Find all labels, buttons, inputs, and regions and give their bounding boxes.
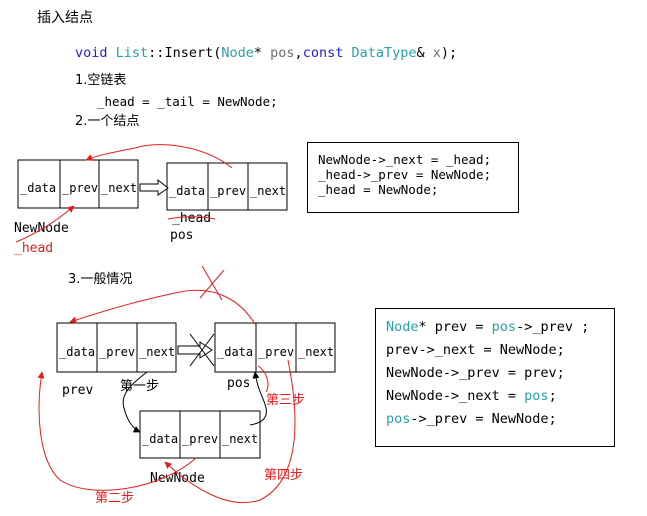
cell-prev: _prev xyxy=(182,432,218,446)
cell-next: _next xyxy=(298,345,334,359)
step1-code: _head = _tail = NewNode; xyxy=(97,94,278,109)
cell-prev: _prev xyxy=(258,345,294,359)
step3-code-line-1: Node* prev = pos->_prev ; xyxy=(386,319,590,335)
cell-prev: _prev xyxy=(62,181,98,195)
step1-label: 1.空链表 xyxy=(75,73,127,88)
step2-next-arrow xyxy=(139,178,169,196)
sig-datatype: DataType xyxy=(351,45,417,61)
step3-code-line-2: prev->_next = NewNode; xyxy=(386,342,565,358)
cell-data: _data xyxy=(142,432,178,446)
step2-head-red-label: _head xyxy=(14,241,54,256)
code-l1-pos: pos xyxy=(491,319,517,335)
cell-prev: _prev xyxy=(99,345,135,359)
step-fourth-label: 第四步 xyxy=(264,468,304,483)
sig-x: x xyxy=(432,45,441,61)
sig-paren-close: ); xyxy=(440,45,458,61)
sig-pos: pos xyxy=(270,45,295,61)
step2-newnode-label: NewNode xyxy=(14,221,69,236)
step2-head-label: _head xyxy=(172,211,212,226)
step3-code-line-3: NewNode->_prev = prev; xyxy=(386,365,565,381)
step2-code-box: NewNode->_next = _head; _head->_prev = N… xyxy=(307,142,519,213)
cell-data: _data xyxy=(20,181,56,195)
step2-code-line-2: _head->_prev = NewNode; xyxy=(318,167,492,182)
code-l4-b: ; xyxy=(548,388,557,404)
cell-data: _data xyxy=(217,345,253,359)
cell-next: _next xyxy=(250,184,286,198)
cell-data: _data xyxy=(169,184,205,198)
code-l5-b: ->_prev = NewNode; xyxy=(410,411,557,427)
sig-amp: & xyxy=(416,45,425,61)
cell-next: _next xyxy=(139,345,175,359)
step3-cross-line-2 xyxy=(189,333,215,367)
step3-newnode-box: _data _prev _next xyxy=(139,410,261,459)
step3-label: 3.一般情况 xyxy=(68,272,133,287)
code-l4-a: NewNode->_next = xyxy=(386,388,525,404)
code-l1-a: * prev = xyxy=(418,319,492,335)
function-signature: void List::Insert(Node* pos,const DataTy… xyxy=(75,45,458,61)
sig-const: const xyxy=(302,45,344,61)
sig-void: void xyxy=(75,45,108,61)
step2-head-move-arrow xyxy=(15,205,75,243)
step-first-arrow xyxy=(122,371,148,433)
sig-paren-open: ( xyxy=(213,45,222,61)
step3-next-arrow xyxy=(177,341,213,359)
step3-top-cross-1 xyxy=(201,265,223,301)
step2-code-line-3: _head = NewNode; xyxy=(318,182,439,197)
step3-code-line-4: NewNode->_next = pos; xyxy=(386,388,557,404)
sig-node: Node xyxy=(221,45,254,61)
step2-newnode-box: _data _prev _next xyxy=(17,159,139,209)
cell-data: _data xyxy=(59,345,95,359)
step2-prev-red-arrow xyxy=(85,144,233,169)
step-third-label: 第三步 xyxy=(266,393,306,408)
step3-code-line-5: pos->_prev = NewNode; xyxy=(386,411,557,427)
code-l1-b: ->_prev ; xyxy=(516,319,590,335)
step3-top-cross-2 xyxy=(199,269,225,299)
step-third-red-mark xyxy=(257,365,269,393)
step2-head-box: _data _prev _next xyxy=(166,162,288,211)
step-second-arrow xyxy=(37,371,197,491)
step3-pos-box: _data _prev _next xyxy=(214,322,336,373)
step3-prev-top-arc xyxy=(69,289,256,325)
step-third-arrow xyxy=(249,371,267,426)
step3-prev-label: prev xyxy=(62,383,94,398)
step3-pos-label: pos xyxy=(227,376,251,391)
step2-head-strike xyxy=(167,216,216,220)
step3-newnode-label: NewNode xyxy=(150,471,205,486)
page-title: 插入结点 xyxy=(37,10,93,26)
cell-next: _next xyxy=(101,181,137,195)
step2-code-line-1: NewNode->_next = _head; xyxy=(318,152,492,167)
code-l4-pos: pos xyxy=(524,388,549,404)
sig-star: * xyxy=(253,45,263,61)
cell-prev: _prev xyxy=(210,184,246,198)
sig-sep: :: xyxy=(148,45,165,61)
sig-list: List xyxy=(115,45,149,61)
code-l5-pos: pos xyxy=(386,411,411,427)
step3-code-box: Node* prev = pos->_prev ; prev->_next = … xyxy=(375,308,615,447)
step2-pos-label: pos xyxy=(170,228,194,243)
step-fourth-arrow xyxy=(164,359,296,504)
code-node-type: Node xyxy=(386,319,419,335)
step3-prev-box: _data _prev _next xyxy=(56,322,177,373)
sig-fn: Insert xyxy=(164,45,214,61)
step-first-label: 第一步 xyxy=(120,379,160,394)
cell-next: _next xyxy=(222,432,258,446)
sig-comma: , xyxy=(294,45,303,61)
step2-label: 2.一个结点 xyxy=(75,114,140,129)
step-second-label: 第二步 xyxy=(95,491,135,506)
